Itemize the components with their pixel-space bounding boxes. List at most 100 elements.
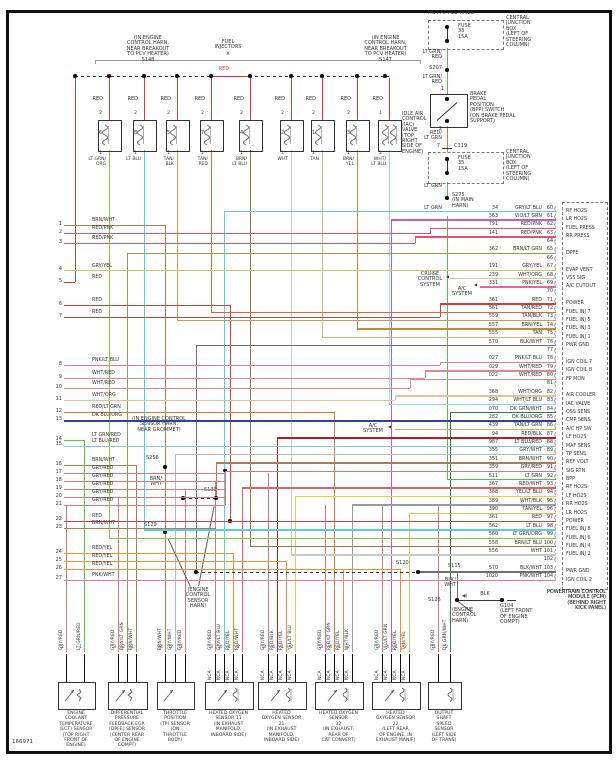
sensor-3-pin-number: 3 [210,645,213,650]
pcm-circuit-number: 987 [488,440,498,445]
pcm-circuit-number: 070 [488,406,498,412]
pcm-pin-bracket: ( [554,472,557,481]
pcm-wire-color: RED/WHT [519,481,542,487]
left-wire-segment [64,225,165,227]
left-wire-number: 5 [58,277,62,284]
pcm-pin-number: 81 [546,381,553,387]
pcm-pin-number: 103 [543,565,553,571]
sensor-4-pin-stub [277,654,279,682]
pcm-pin-bracket: ( [554,296,557,305]
left-wire-color-label: DK BLU/ORG [92,413,123,419]
hot-at-all-times: HOT AT ALL TIMES [428,10,474,16]
pcm-pin-bracket: ( [554,539,557,548]
wire-segment [250,78,252,120]
pcm-row-wire [410,378,556,380]
pcm-row-wire [196,345,556,347]
junction-node [163,465,167,469]
pcm-pin-label: FUEL INJ 2 [566,552,591,558]
sensor-4-pin-number: 2 [290,645,293,650]
pcm-row-wire [109,537,556,540]
wire-segment [325,505,327,652]
bpp-note: BRAKE PEDAL POSITION (BPP) SWITCH (ON BR… [470,91,516,125]
pcm-pin-number: 62 [546,222,553,228]
wire-segment [295,495,297,652]
left-wire-number: 24 [55,548,62,555]
left-wire-color-label: GRY/YEL [92,263,112,269]
wire-segment [185,489,187,652]
fuel-injector-3-top-pin: 2 [347,111,350,116]
fuel-injector-6-top-wire-label: RED [92,96,103,102]
pcm-pin-number: 90 [546,456,553,462]
left-wire-number: 26 [55,564,62,571]
sensor-0-wire-color-label: LT GRN/RED [77,622,82,650]
left-wire-segment [64,412,334,414]
pcm-pin-number: 63 [546,230,553,236]
pcm-pin-label: FUEL INJ 6 [566,535,591,541]
pcm-row-wire [242,487,556,489]
pcm-circuit-number: 141 [488,230,498,236]
wire-segment [109,78,111,120]
figure-number: 166971 [12,739,33,745]
fuel-injector-5-number: 5 [167,130,171,136]
pcm-pin-label: RR PRESS [566,234,590,240]
sensor-2-box [157,682,195,710]
sensor-5-pin-stub [325,654,327,682]
pcm-circuit-number: 191 [488,264,498,270]
wire-segment [233,553,235,652]
pcm-wire-color: RED/PNK [520,230,542,236]
left-wire-color-label: GRY/RED [92,490,114,495]
sensor-2-pin-number: 1 [180,645,183,650]
sensor-3-pin-number: 1 [228,645,231,650]
wire-segment [216,462,218,498]
pcm-pin-bracket: ( [554,388,557,397]
fuel-injector-8-top-pin: 2 [134,111,137,116]
wire-segment [507,600,516,602]
left-wire-color-label: GRY/RED [92,474,114,479]
pcm-row-wire [64,269,556,272]
pcm-wire-color: TAN/LT GRN [513,423,542,429]
sensor-1-pin-stub [136,654,138,682]
pcm-row-wire [391,219,556,221]
junction-node [416,570,420,574]
pcm-wire-color: GRY/YEL [522,264,542,270]
s148-note: (IN ENGINE CONTROL HARN, NEAR BREAKOUT T… [126,35,170,63]
sensor-6-name: HEATED OXYGEN SENSOR 22 (LEFT REAR OF EN… [375,711,416,744]
sensor-4-pin-number: 4 [272,645,275,650]
wire-segment [215,481,217,652]
wire-segment [177,78,179,120]
pcm-row-wire [291,554,556,556]
pcm-row-wire [127,252,556,255]
pcm-wire-color: DK BLU/ORG [511,414,542,420]
fuel-injector-8-box [133,120,157,152]
pcm-pin-number: 93 [546,481,553,487]
pcm-circuit-number: 570 [488,565,498,571]
wire-segment [136,465,138,652]
sensor-5-nca-label: NCA [327,670,332,680]
pcm-row-wire [395,395,556,397]
pcm-pin-bracket: ( [554,305,557,313]
pcm-circuit-number: 027 [488,356,498,362]
fuel-injector-3-wire-color-label: BRN/ YEL [342,157,354,168]
wire-segment [457,600,502,602]
pcm-circuit-number: 368 [488,389,498,395]
sensor-0-pin-stub [66,654,68,682]
fuel-injector-5-bottom-pin: 1 [167,151,170,156]
pcm-row-wire [224,211,556,213]
left-wire-number: 19 [55,484,62,491]
left-wire-color-label: RED [92,298,103,303]
pcm-row-wire [175,453,556,456]
sensor-6-wire-color-label: GRY/RED [375,629,380,650]
fuel-injector-8-number: 8 [134,130,138,136]
pcm-pin-number: 69 [546,280,553,286]
pcm-circuit-number: 34 [491,205,498,211]
junction-node [445,97,449,101]
left-wire-number: 12 [55,407,62,414]
left-wire-color-label: RED/PNK [92,226,114,231]
wire-segment [95,60,420,62]
wire-segment [447,216,449,479]
sensor-1-pin-stub [127,654,129,682]
sensor-0-pin-number: 1 [79,645,82,650]
pcm-wire-color: TAN [532,331,542,337]
pcm-circuit-number: 558 [488,540,498,546]
sensor-1-wire-color-label: BRN/WHT [129,627,134,650]
